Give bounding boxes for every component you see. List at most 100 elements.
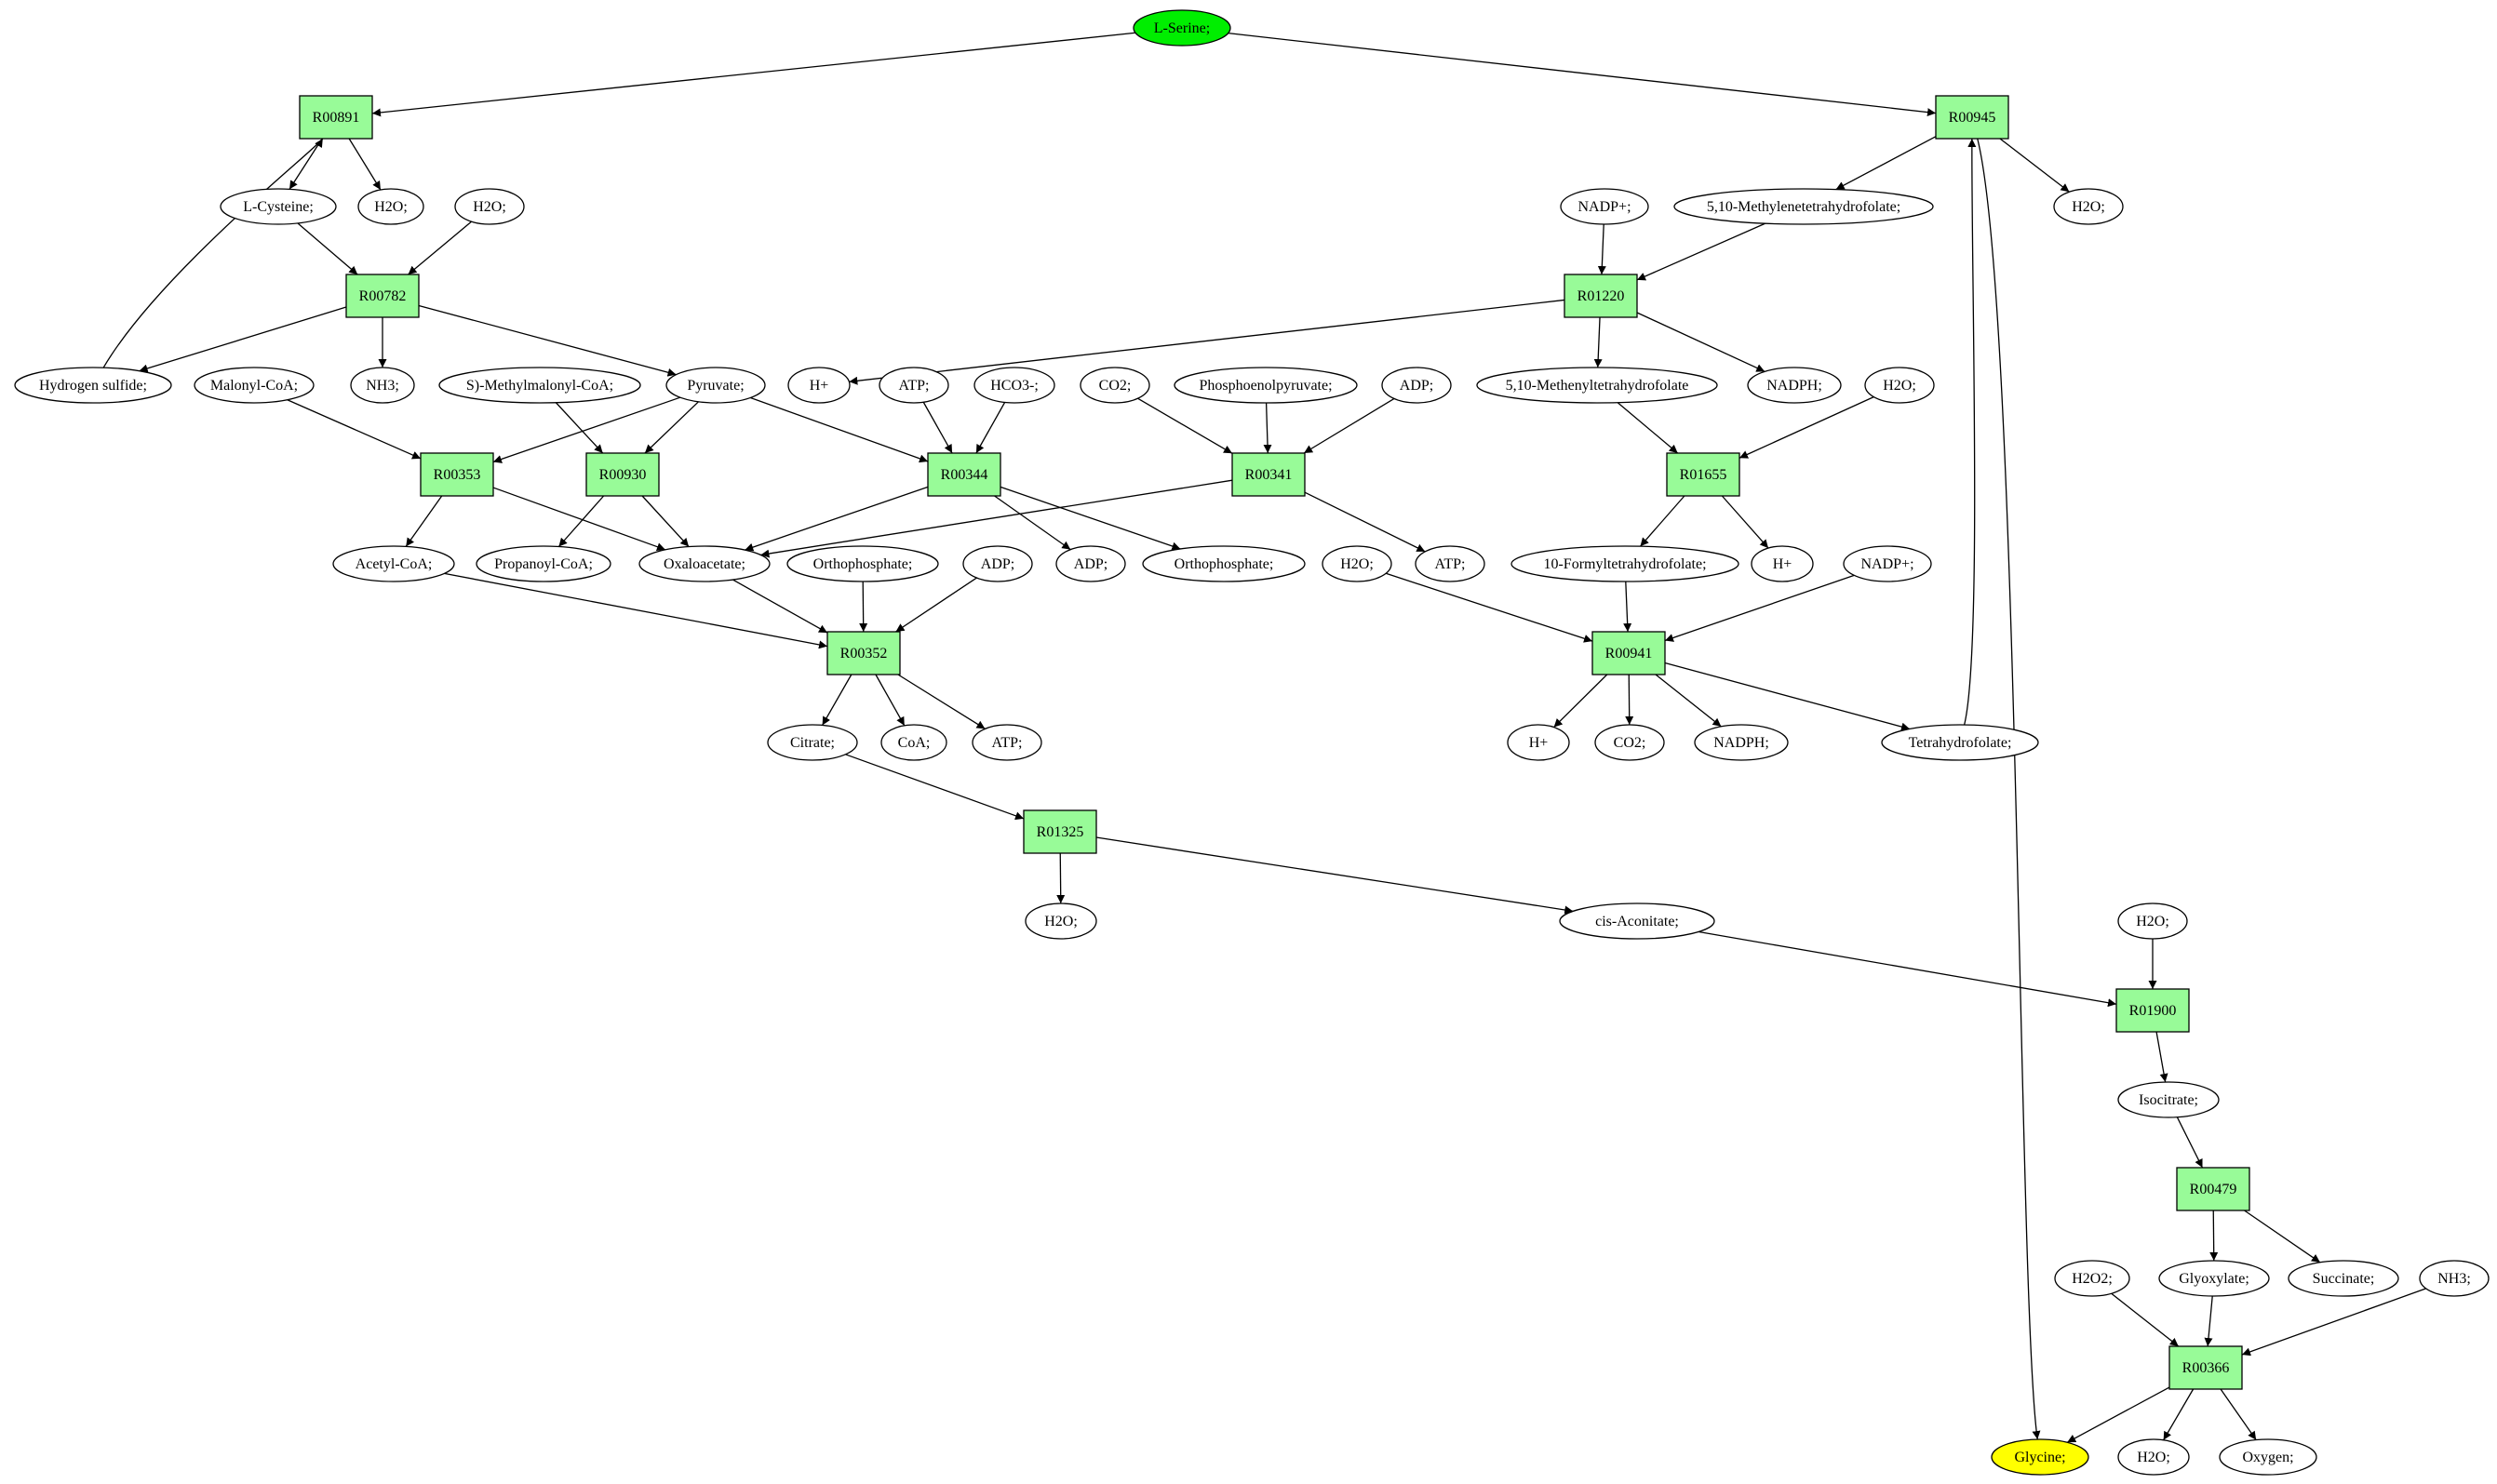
edge-c_oaa-to-r_00352 xyxy=(732,579,828,634)
edge-r_00341-to-c_oaa xyxy=(760,479,1233,558)
compound-node-c_malcoa: Malonyl-CoA; xyxy=(194,367,315,404)
reaction-node-r_01325: R01325 xyxy=(1023,809,1097,854)
compound-node-c_h2o_f: H2O; xyxy=(1025,902,1097,940)
reaction-box xyxy=(1935,95,2009,140)
compound-ellipse xyxy=(357,188,424,225)
compound-ellipse xyxy=(1747,367,1842,404)
compound-ellipse xyxy=(1055,545,1126,582)
compound-ellipse xyxy=(1673,188,1934,225)
compound-node-c_atp_c: ATP; xyxy=(972,724,1042,761)
edge-c_pyr-to-r_00353 xyxy=(492,396,681,463)
edge-r_00341-to-c_atp_b xyxy=(1304,491,1426,553)
node-label: Propanoyl-CoA; xyxy=(494,556,593,572)
reaction-node-r_00352: R00352 xyxy=(826,631,901,675)
node-label: Oxygen; xyxy=(2242,1450,2293,1465)
reaction-node-r_00341: R00341 xyxy=(1231,452,1306,497)
edge-r_00366-to-n_glycine xyxy=(2066,1386,2170,1443)
node-label: H2O2; xyxy=(2072,1271,2113,1287)
edge-r_00344-to-c_oaa xyxy=(745,486,929,552)
node-label: R00479 xyxy=(2190,1182,2237,1197)
compound-ellipse xyxy=(1751,545,1814,582)
edge-r_01655-to-c_hplus_b xyxy=(1721,495,1769,549)
node-label: HCO3-; xyxy=(990,378,1039,394)
compound-ellipse xyxy=(476,545,611,582)
node-label: R00782 xyxy=(359,288,407,304)
reaction-box xyxy=(1666,452,1740,497)
compound-node-c_nh3_b: NH3; xyxy=(2419,1260,2490,1297)
compound-node-c_pyr: Pyruvate; xyxy=(665,367,766,404)
node-label: H2O; xyxy=(1340,556,1374,572)
edge-r_00353-to-c_acetylcoa xyxy=(405,495,443,547)
edge-r_01220-to-c_hplus_a xyxy=(849,299,1565,385)
reaction-box xyxy=(2176,1167,2250,1211)
edge-r_00344-to-c_adp_c xyxy=(994,495,1071,551)
compound-node-c_hplus_b: H+ xyxy=(1751,545,1814,582)
edge-c_thf-to-r_00945 xyxy=(1964,138,1977,726)
node-label: NADPH; xyxy=(1713,735,1769,751)
compound-ellipse xyxy=(2117,1081,2220,1118)
compound-ellipse xyxy=(1881,724,2039,761)
edge-c_formyl-to-r_00941 xyxy=(1623,581,1632,633)
compound-ellipse xyxy=(1864,367,1935,404)
compound-node-c_atp_b: ATP; xyxy=(1415,545,1485,582)
node-label: L-Cysteine; xyxy=(243,199,314,215)
node-label: Oxaloacetate; xyxy=(664,556,745,572)
compound-node-c_h2o_e: H2O; xyxy=(1322,545,1392,582)
compound-node-c_h2o2: H2O2; xyxy=(2054,1260,2130,1297)
compound-node-c_coa: CoA; xyxy=(880,724,947,761)
node-label: ADP; xyxy=(981,556,1014,572)
edge-n_serine-to-r_00945 xyxy=(1228,32,1937,117)
node-label: H2O; xyxy=(473,199,506,215)
node-label: ADP; xyxy=(1074,556,1108,572)
edge-c_h2o2-to-r_00366 xyxy=(2111,1292,2180,1347)
reaction-node-r_00479: R00479 xyxy=(2176,1167,2250,1211)
compound-ellipse xyxy=(1510,545,1739,582)
node-label: NH3; xyxy=(366,378,399,394)
edge-r_01220-to-c_nadph_a xyxy=(1636,312,1765,372)
compound-ellipse xyxy=(787,367,851,404)
compound-node-c_succ: Succinate; xyxy=(2288,1260,2399,1297)
compound-ellipse xyxy=(1560,188,1649,225)
compound-node-c_acetylcoa: Acetyl-CoA; xyxy=(332,545,455,582)
compound-ellipse xyxy=(1991,1438,2089,1476)
compound-node-c_nadph_b: NADPH; xyxy=(1694,724,1789,761)
compound-ellipse xyxy=(1594,724,1665,761)
compound-node-c_h2s: Hydrogen sulfide; xyxy=(14,367,172,404)
edge-r_00352-to-c_coa xyxy=(875,674,906,727)
edge-c_adp_b-to-r_00352 xyxy=(895,577,977,633)
edge-r_01220-to-c_methenyl xyxy=(1593,316,1603,368)
node-label: Pyruvate; xyxy=(687,378,744,394)
compound-ellipse xyxy=(2288,1260,2399,1297)
edge-r_00352-to-c_citrate xyxy=(822,674,852,726)
reaction-node-r_00930: R00930 xyxy=(585,452,660,497)
compound-ellipse xyxy=(1142,545,1306,582)
node-label: H2O; xyxy=(2136,914,2169,929)
compound-ellipse xyxy=(220,188,337,225)
edge-r_00352-to-c_atp_c xyxy=(897,674,986,729)
edge-r_01900-to-c_isocit xyxy=(2155,1031,2168,1083)
node-label: 5,10-Methenyltetrahydrofolate xyxy=(1506,378,1689,394)
edge-c_hco3-to-r_00344 xyxy=(975,402,1006,454)
node-label: ADP; xyxy=(1400,378,1433,394)
compound-node-c_propcoa: Propanoyl-CoA; xyxy=(476,545,611,582)
reaction-node-r_00941: R00941 xyxy=(1591,631,1666,675)
edge-c_h2o_d-to-r_01655 xyxy=(1739,396,1874,459)
edge-r_00479-to-c_glyox xyxy=(2209,1210,2219,1262)
reaction-box xyxy=(1564,274,1638,318)
compound-ellipse xyxy=(2158,1260,2270,1297)
node-label: Orthophosphate; xyxy=(1175,556,1274,572)
edge-c_methenyl-to-r_01655 xyxy=(1617,402,1679,454)
compound-node-c_methylene: 5,10-Methylenetetrahydrofolate; xyxy=(1673,188,1934,225)
compound-node-c_nadp_a: NADP+; xyxy=(1560,188,1649,225)
node-label: R00352 xyxy=(840,646,888,662)
compound-ellipse xyxy=(972,724,1042,761)
node-label: R00945 xyxy=(1949,110,1996,126)
node-label: R00341 xyxy=(1245,467,1293,483)
node-label: H2O; xyxy=(1044,914,1078,929)
edge-r_00941-to-c_hplus_c xyxy=(1553,674,1608,729)
compound-ellipse xyxy=(14,367,172,404)
node-label: R01220 xyxy=(1577,288,1625,304)
edge-c_nh3_b-to-r_00366 xyxy=(2241,1288,2426,1357)
edge-r_00941-to-c_co2_b xyxy=(1625,674,1634,726)
compound-node-c_adp_a: ADP; xyxy=(1381,367,1452,404)
